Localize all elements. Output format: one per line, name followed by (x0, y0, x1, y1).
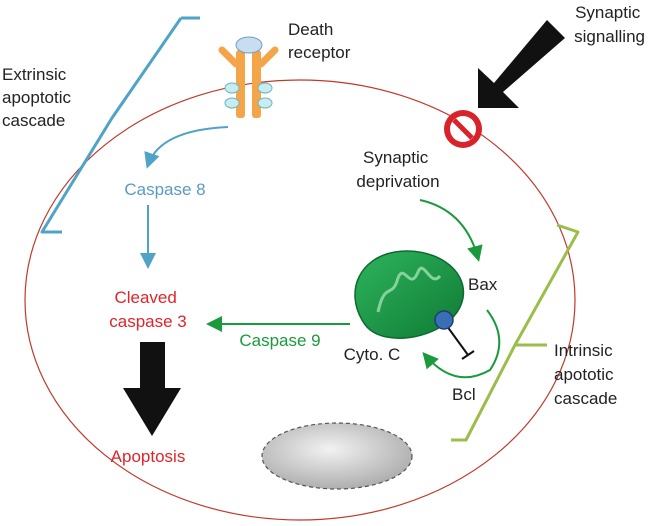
synaptic-signalling-label: Synaptic signalling (574, 3, 645, 46)
death-receptor-label: Death receptor (288, 20, 351, 62)
receptor-to-caspase8-arrow (144, 126, 229, 169)
death-receptor-icon (218, 36, 279, 118)
bcl-label: Bcl (452, 385, 476, 404)
cyto-c-label: Cyto. C (344, 345, 401, 364)
caspase8-label: Caspase 8 (124, 180, 205, 199)
deprivation-to-bax-arrow (419, 199, 483, 262)
caspase9-label: Caspase 9 (239, 331, 320, 350)
cell-membrane (24, 79, 576, 521)
nucleus-icon (261, 422, 413, 490)
intrinsic-bracket (451, 223, 580, 442)
synaptic-deprivation-label: Synaptic deprivation (356, 148, 439, 191)
extrinsic-cascade-label: Extrinsic apoptotic cascade (2, 65, 76, 130)
synaptic-signalling-arrow (478, 20, 565, 108)
bax-loop-arrow (422, 309, 501, 379)
prohibit-icon (444, 110, 482, 148)
apoptosis-label: Apoptosis (111, 447, 186, 466)
intrinsic-cascade-label: Intrinsic apototic cascade (554, 341, 618, 408)
extrinsic-bracket (40, 16, 200, 234)
cyto-c-icon (434, 310, 475, 360)
cleaved-caspase3-label: Cleaved caspase 3 (109, 288, 187, 331)
apoptosis-arrow (123, 342, 181, 436)
bax-label: Bax (468, 275, 498, 294)
